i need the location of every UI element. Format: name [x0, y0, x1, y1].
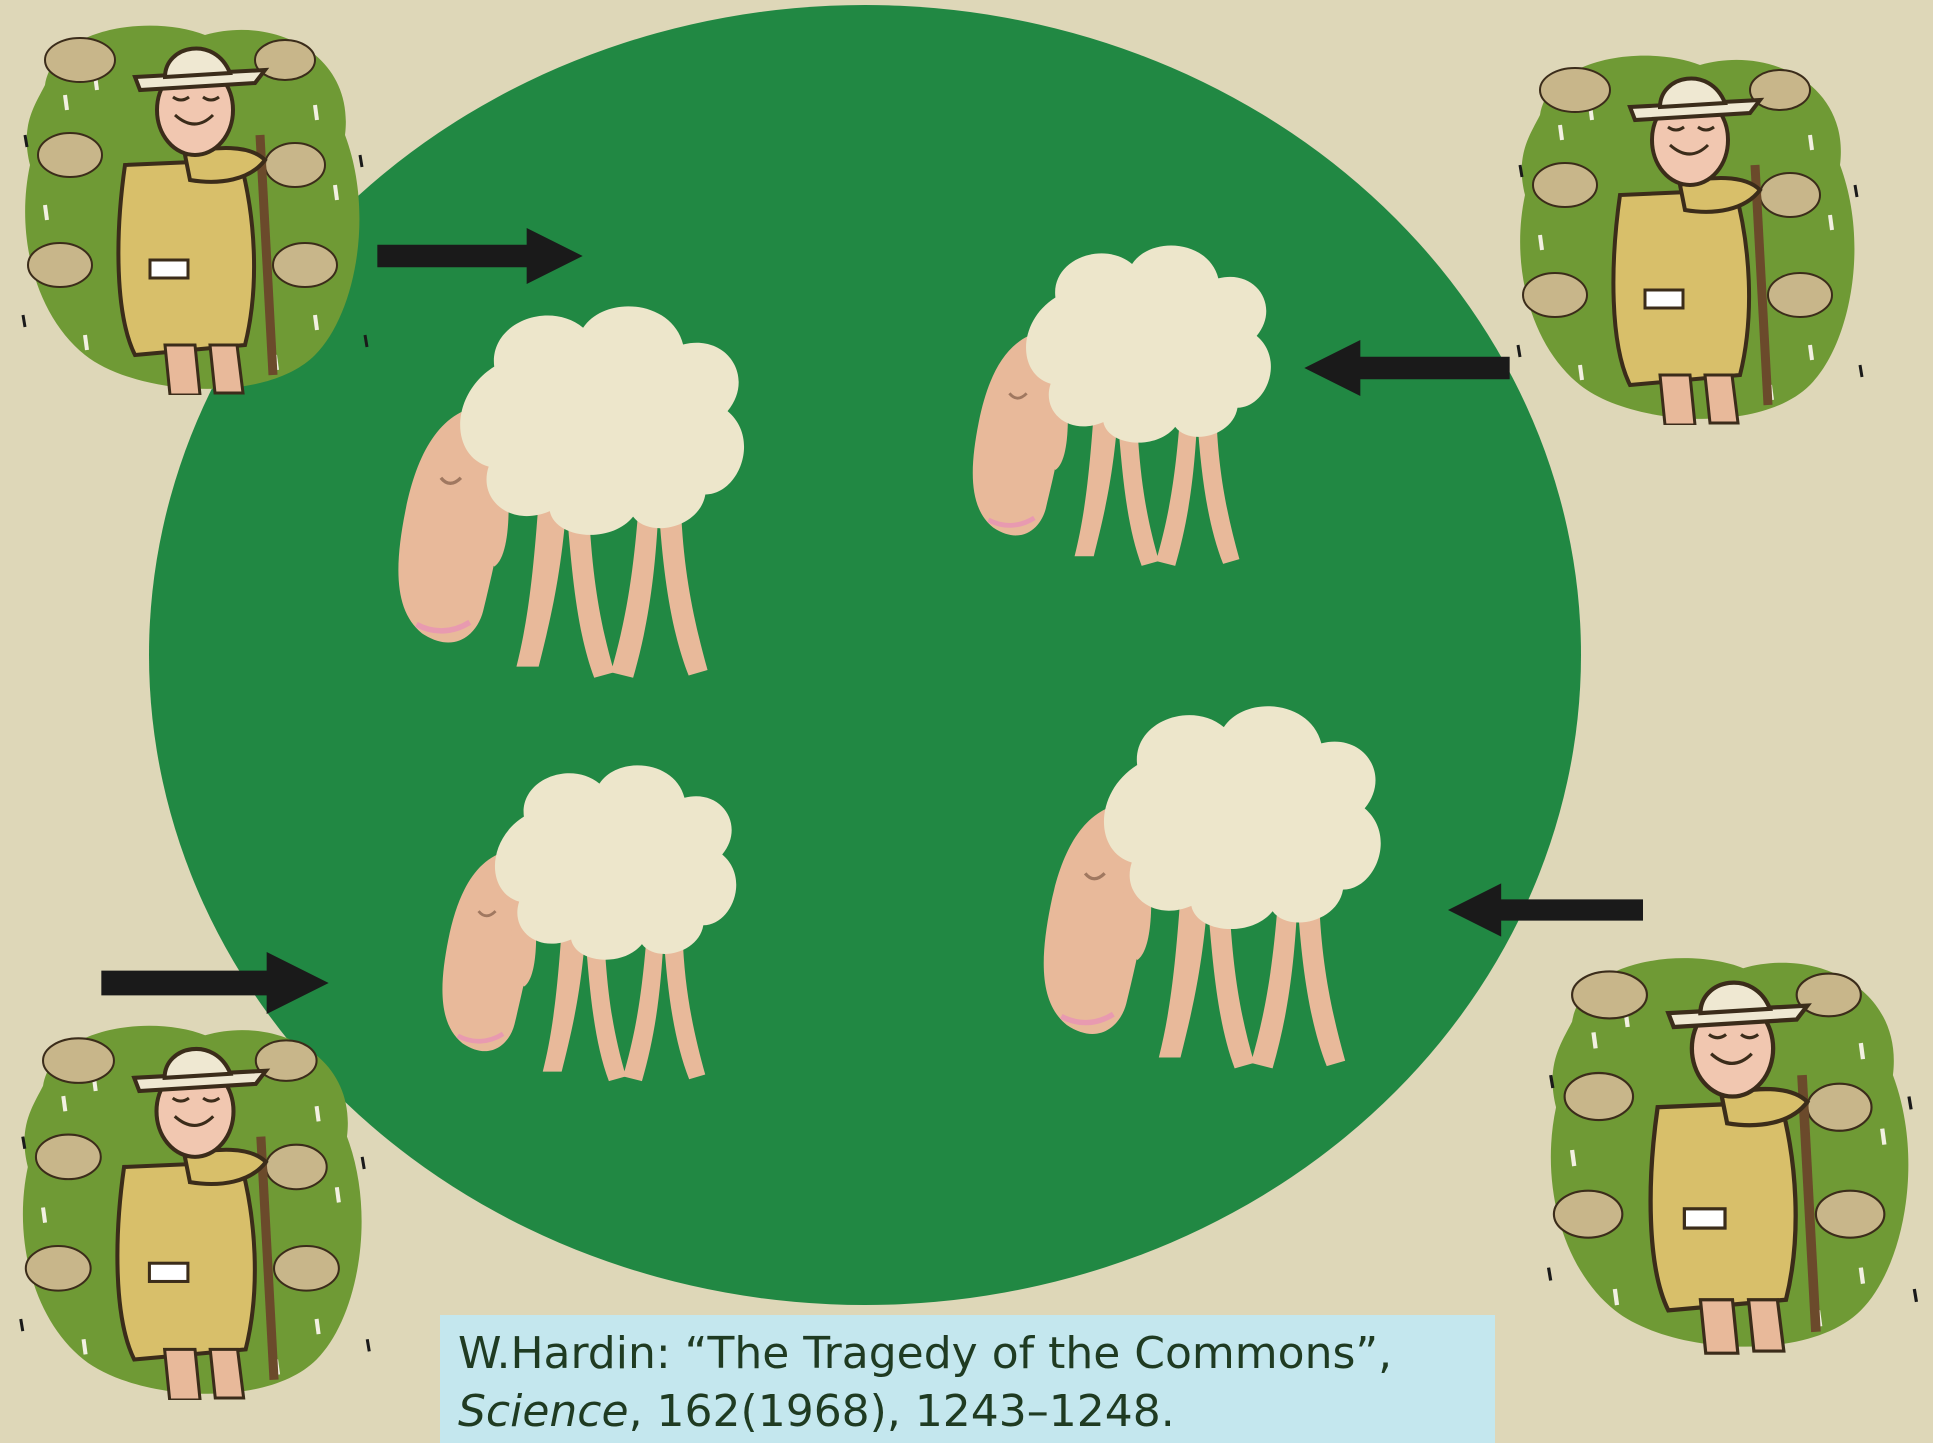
citation-line-2: Science, 162(1968), 1243–1248.: [458, 1383, 1477, 1441]
citation-details: , 162(1968), 1243–1248.: [628, 1386, 1175, 1437]
citation-caption: W.Hardin: “The Tragedy of the Commons”, …: [440, 1315, 1495, 1443]
herdsman-bottom-left-icon: [21, 1026, 370, 1400]
herdsman-bottom-right-icon: [1549, 958, 1917, 1353]
herdsman-top-right-icon: [1518, 56, 1862, 425]
herdsman-top-left-icon: [23, 26, 367, 395]
citation-line-1: W.Hardin: “The Tragedy of the Commons”,: [458, 1328, 1393, 1379]
commons-pasture: [149, 5, 1581, 1305]
citation-journal: Science: [458, 1386, 629, 1437]
